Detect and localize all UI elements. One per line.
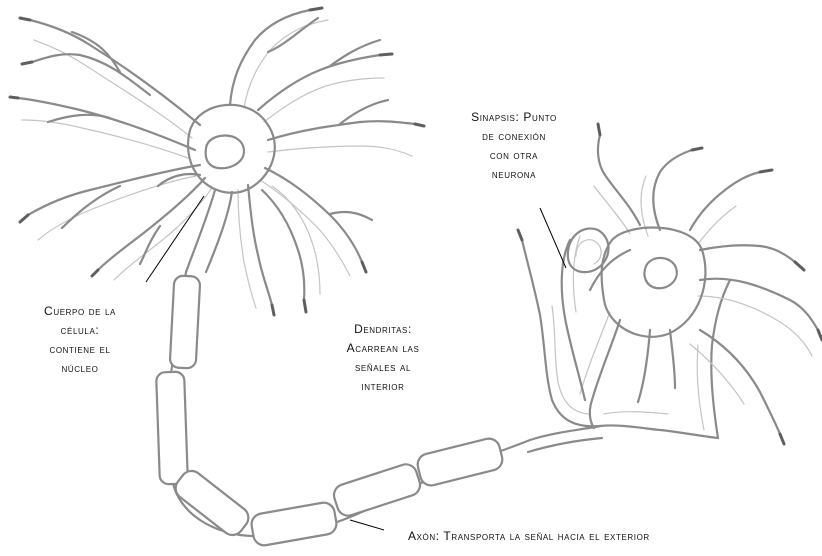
myelin-segment	[156, 372, 188, 485]
label-cell-body: Cuerpo de la célula: contiene el núcleo	[15, 302, 145, 378]
label-synapse: Sinapsis: Punto de conexión con otra neu…	[444, 108, 584, 184]
leader-cell-body	[146, 196, 204, 282]
synaptic-bulb-inner	[576, 240, 601, 264]
label-dendrites-line: interior	[318, 377, 448, 396]
myelin-segment	[250, 501, 338, 547]
leader-synapse	[540, 208, 566, 268]
label-cell-body-line: célula:	[15, 321, 145, 340]
label-cell-body-line: Cuerpo de la	[15, 302, 145, 321]
label-dendrites-line: Dendritas:	[318, 320, 448, 339]
main-neuron	[10, 8, 424, 315]
myelin-segment	[171, 467, 253, 540]
leader-axon	[350, 520, 384, 530]
myelin-segment	[331, 461, 423, 518]
label-synapse-line: Sinapsis: Punto	[444, 108, 584, 127]
myelin-segment	[415, 436, 504, 487]
myelin-segment	[170, 275, 201, 368]
label-cell-body-line: núcleo	[15, 359, 145, 378]
label-synapse-line: neurona	[444, 165, 584, 184]
axon-fiber-lower	[528, 438, 602, 452]
axon	[156, 272, 602, 547]
axon-hillock	[186, 190, 232, 272]
label-dendrites: Dendritas: Acarrean las señales al inter…	[318, 320, 448, 396]
label-synapse-line: de conexión	[444, 127, 584, 146]
label-dendrites-line: Acarrean las	[318, 339, 448, 358]
label-axon-line: Axón: Transporta la señal hacia el exter…	[408, 527, 650, 546]
label-axon: Axón: Transporta la señal hacia el exter…	[408, 527, 650, 546]
label-synapse-line: con otra	[444, 146, 584, 165]
label-dendrites-line: señales al	[318, 358, 448, 377]
myelin-sheath	[156, 275, 505, 547]
second-nucleus	[644, 258, 676, 288]
main-nucleus	[206, 136, 244, 169]
label-cell-body-line: contiene el	[15, 340, 145, 359]
